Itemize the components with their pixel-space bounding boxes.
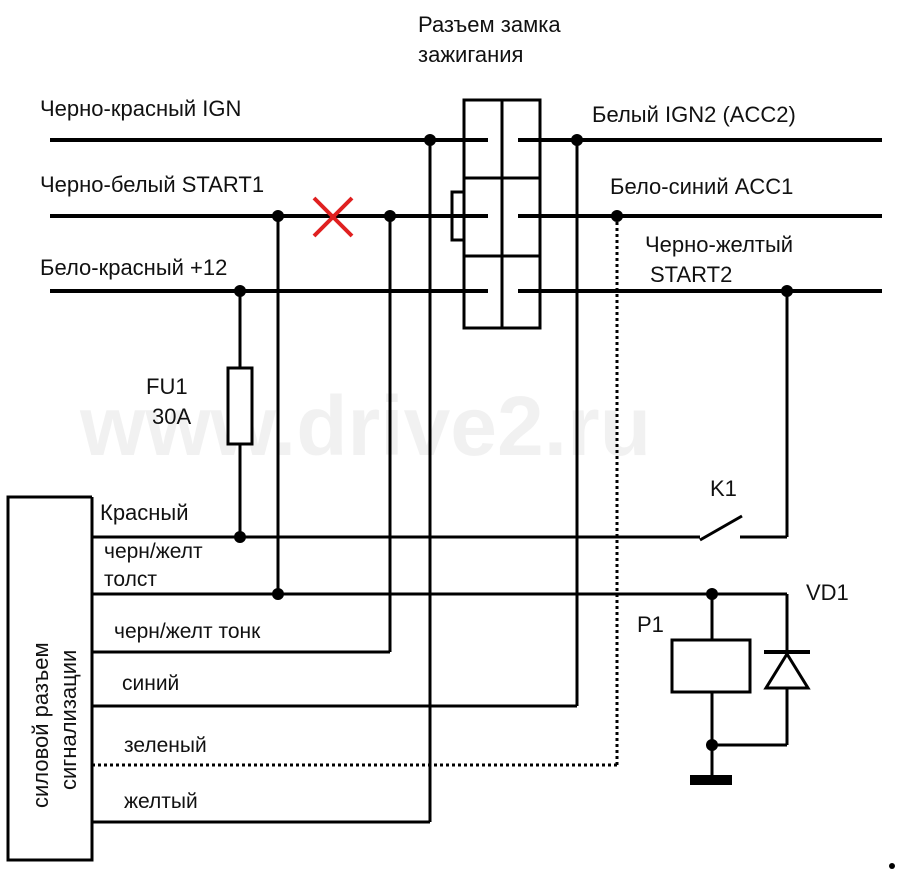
- label-start1: Черно-белый START1: [40, 172, 264, 197]
- relay-contact: [699, 514, 743, 542]
- junction-dots: [234, 134, 895, 869]
- diode-vd1-label: VD1: [806, 580, 849, 605]
- label-by-thick-1: черн/желт: [104, 540, 203, 563]
- connector-title-2: зажигания: [418, 42, 523, 67]
- relay-p1-label: P1: [637, 612, 664, 637]
- alarm-connector-title-1: силовой разъем: [28, 642, 53, 808]
- label-start2-line1: Черно-желтый: [645, 232, 793, 257]
- relay-coil: [670, 638, 752, 694]
- label-red: Красный: [100, 500, 189, 525]
- cut-mark: [312, 196, 354, 238]
- label-by-thick-2: толст: [104, 568, 157, 591]
- label-acc1: Бело-синий ACC1: [610, 174, 793, 199]
- label-blue: синий: [122, 672, 179, 695]
- fuse-name: FU1: [146, 374, 188, 399]
- label-green: зеленый: [124, 734, 207, 757]
- label-start2-line2: START2: [650, 262, 732, 287]
- fuse-rating: 30A: [152, 404, 191, 429]
- label-by-thin: черн/желт тонк: [114, 620, 261, 643]
- alarm-connector-box: [6, 495, 94, 862]
- fuse-symbol: [226, 366, 254, 446]
- watermark: www.drive2.ru: [79, 379, 651, 473]
- label-ign2: Белый IGN2 (ACC2): [592, 102, 796, 127]
- label-plus12: Бело-красный +12: [40, 255, 227, 280]
- relay-k1-label: K1: [710, 476, 737, 501]
- diode-symbol: [763, 650, 811, 690]
- connector-title-1: Разъем замка: [418, 12, 561, 37]
- label-yellow: желтый: [124, 790, 198, 813]
- alarm-connector-title-2: сигнализации: [56, 650, 81, 790]
- label-ign: Черно-красный IGN: [40, 96, 241, 121]
